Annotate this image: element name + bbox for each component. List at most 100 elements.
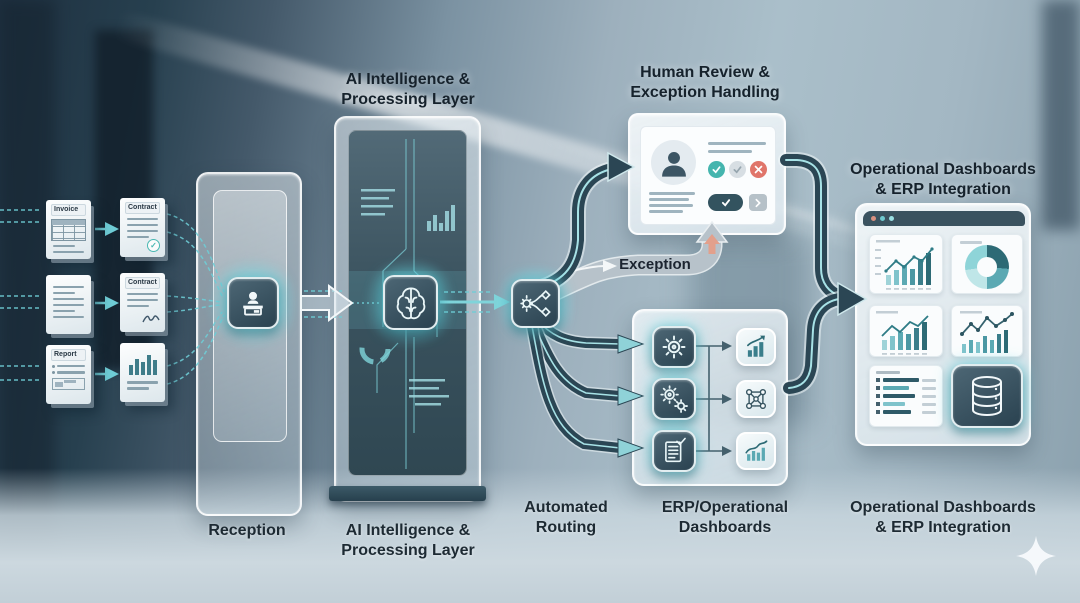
routing-label-line2: Routing <box>535 519 597 536</box>
database-icon <box>972 376 1002 417</box>
doc-label: Invoice <box>51 204 86 216</box>
gears-icon <box>660 385 688 413</box>
signature-icon <box>142 315 160 323</box>
document-plain <box>46 275 91 334</box>
neutral-check-button[interactable] <box>729 161 746 178</box>
erp-network-node <box>736 380 776 418</box>
erp-gear-node <box>652 326 696 368</box>
reception-label: Reception <box>208 522 286 539</box>
dashboards-title-line2: & ERP Integration <box>875 181 1011 198</box>
pipe-erp-to-dashboards <box>789 299 839 388</box>
ai-node <box>383 275 438 330</box>
tile-report-list <box>869 365 943 427</box>
ai-layer-label-line1: AI Intelligence & <box>345 522 471 539</box>
dashboards-label: Operational Dashboards & ERP Integration <box>843 498 1043 538</box>
tile-database <box>951 364 1023 428</box>
ai-layer-label-line2: Processing Layer <box>341 542 475 559</box>
pipe-review-to-dashboards <box>786 160 841 296</box>
window-dot-icon <box>889 216 894 221</box>
erp-connectors <box>696 345 724 452</box>
human-review-title-line2: Exception Handling <box>630 84 780 101</box>
erp-label-line2: Dashboards <box>678 519 772 536</box>
ai-brain-icon <box>396 287 425 319</box>
chart-up-icon <box>747 335 765 357</box>
ai-layer-label: AI Intelligence & Processing Layer <box>318 521 498 561</box>
form-line <box>649 210 683 213</box>
tile-scatter-line-chart <box>951 305 1023 357</box>
dashboards-title-line1: Operational Dashboards <box>850 161 1036 178</box>
human-review-title-line1: Human Review & <box>640 64 770 81</box>
invoice-table-icon <box>51 219 86 241</box>
dashboard-window <box>855 203 1031 446</box>
form-line <box>708 142 766 145</box>
dashboards-label-line2: & ERP Integration <box>875 519 1011 536</box>
gear-icon <box>662 335 686 359</box>
ai-layer-title: AI Intelligence & Processing Layer <box>318 70 498 110</box>
form-line <box>649 204 693 207</box>
ai-layer-title-line2: Processing Layer <box>341 91 475 108</box>
arrowhead-into-checklist <box>617 438 645 458</box>
tile-title-line <box>960 241 982 244</box>
ai-panel-base <box>329 486 486 501</box>
window-titlebar <box>863 211 1025 226</box>
area-chart-icon <box>745 440 768 461</box>
person-icon <box>661 151 686 177</box>
exception-accent-arrow-icon <box>704 234 720 254</box>
arrowhead-into-gears <box>617 386 645 406</box>
human-review-title: Human Review & Exception Handling <box>612 63 798 103</box>
form-line <box>708 150 752 153</box>
tile-bar-line-chart <box>869 234 943 294</box>
tile-donut-chart <box>951 234 1023 294</box>
doc-arrowhead <box>105 222 119 381</box>
arrowhead-into-review <box>607 151 636 183</box>
erp-gears-node <box>652 378 696 420</box>
erp-label: ERP/Operational Dashboards <box>645 498 805 538</box>
tile-bar-growth-chart <box>869 305 943 357</box>
tile-title-line <box>876 371 900 374</box>
dashboards-label-line1: Operational Dashboards <box>850 499 1036 516</box>
routing-label-line1: Automated <box>524 499 608 516</box>
ai-layer-title-line1: AI Intelligence & <box>345 71 471 88</box>
erp-label-line1: ERP/Operational <box>661 499 789 516</box>
window-dot-icon <box>880 216 885 221</box>
donut-chart-icon <box>965 245 1009 289</box>
routing-label: Automated Routing <box>496 498 636 538</box>
erp-chart-up-node <box>736 328 776 366</box>
doc-label: Report <box>51 349 86 361</box>
reception-desk-icon <box>243 291 263 316</box>
exception-inner-arrowhead <box>603 260 617 272</box>
arrowhead-into-dashboards <box>837 281 868 317</box>
window-dot-icon <box>871 216 876 221</box>
document-contract-approved: Contract ✓ <box>120 198 165 257</box>
report-image-icon <box>52 377 85 390</box>
bar-chart-icon <box>129 355 157 375</box>
form-line <box>649 198 689 201</box>
reception-to-ai-arrow <box>300 284 354 322</box>
erp-checklist-node <box>652 430 696 472</box>
document-contract-signed: Contract <box>120 273 165 332</box>
dashboards-title: Operational Dashboards & ERP Integration <box>843 160 1043 200</box>
avatar <box>651 140 696 185</box>
document-chart <box>120 343 165 402</box>
confirm-check-pill[interactable] <box>708 194 743 211</box>
sparkle-icon <box>1016 536 1056 576</box>
check-badge-icon: ✓ <box>147 239 160 252</box>
human-review-card <box>628 113 786 235</box>
doc-label: Contract <box>125 277 160 289</box>
erp-area-chart-node <box>736 432 776 470</box>
arrowhead-into-gear <box>617 334 645 354</box>
approve-check-button[interactable] <box>708 161 725 178</box>
form-line <box>649 192 695 195</box>
document-report: Report <box>46 345 91 404</box>
document-invoice: Invoice <box>46 200 91 259</box>
erp-connector-arrowheads <box>722 341 732 456</box>
routing-node <box>511 279 560 328</box>
reject-x-button[interactable] <box>750 161 767 178</box>
next-chevron-button[interactable] <box>749 194 767 211</box>
network-icon <box>745 388 767 410</box>
reception-node <box>227 277 279 329</box>
background-frame-right <box>1042 0 1080 230</box>
exception-label: Exception <box>619 256 691 273</box>
doc-arrow <box>95 227 106 376</box>
